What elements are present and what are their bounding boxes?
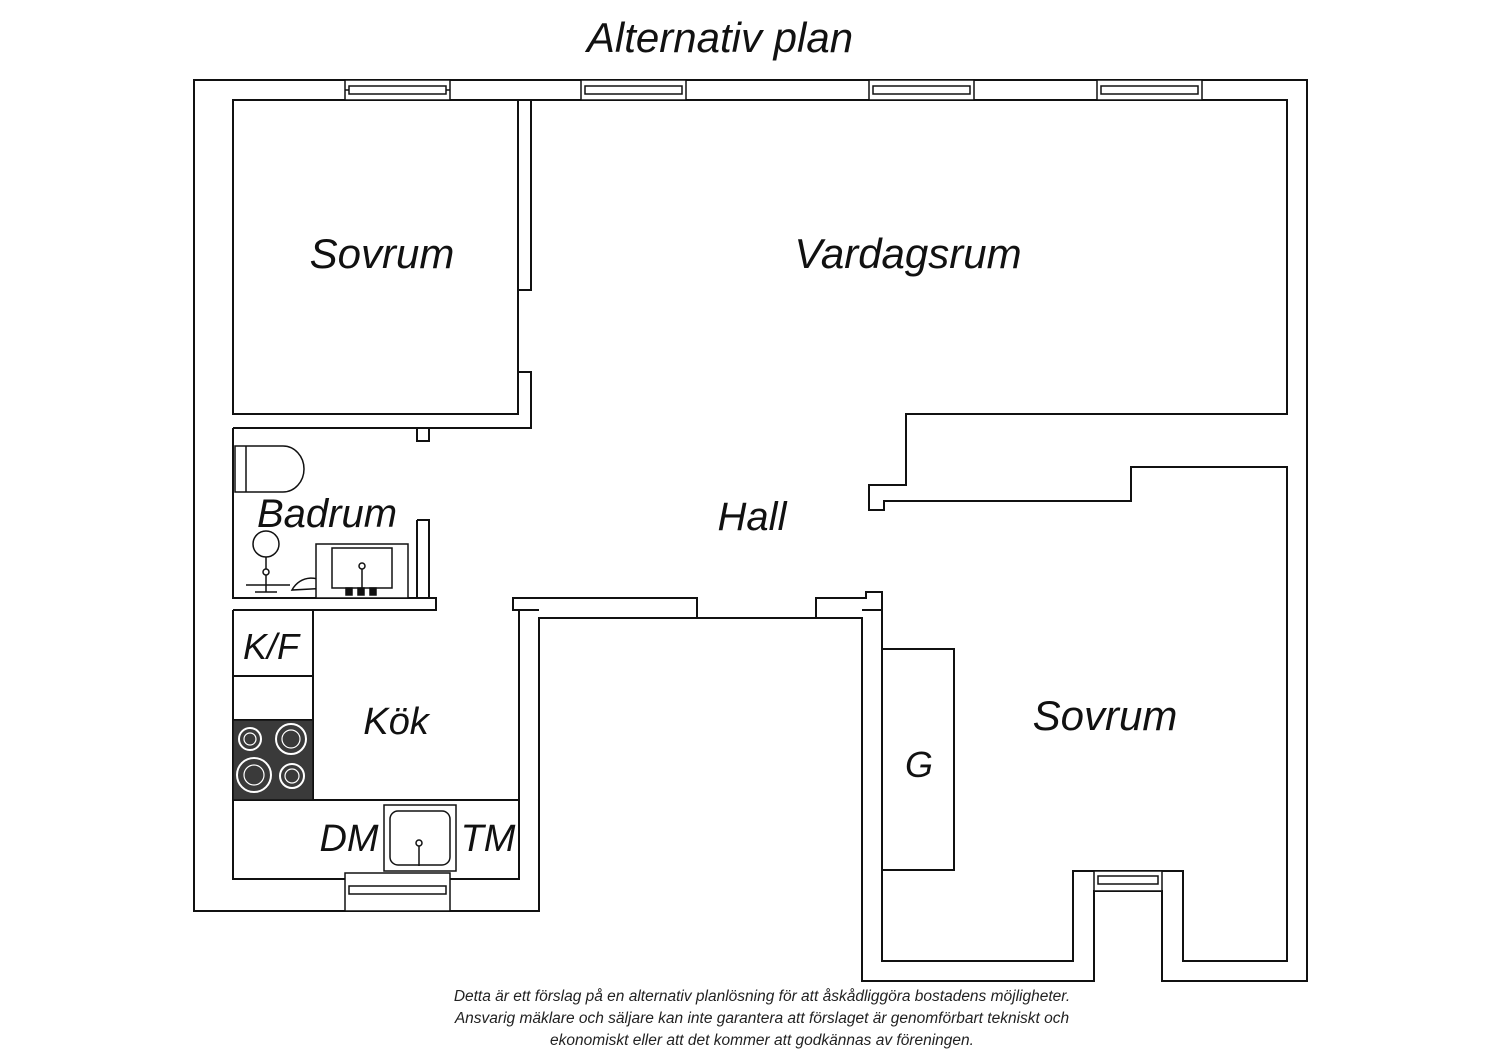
wall-partition-lower	[233, 371, 532, 429]
label-sovrum-bottom: Sovrum	[1033, 692, 1178, 739]
wall-badrum-right	[417, 519, 430, 598]
window-icon	[868, 79, 975, 101]
label-kok: Kök	[363, 701, 430, 743]
kitchen-sink-icon	[383, 804, 457, 872]
label-hall: Hall	[718, 495, 788, 539]
wall-vardagsrum	[531, 99, 1288, 962]
disclaimer-line: ekonomiskt eller att det kommer att godk…	[550, 1032, 974, 1049]
label-g: G	[905, 744, 933, 785]
wall-hall-door-right	[815, 591, 883, 618]
label-badrum: Badrum	[257, 492, 397, 536]
wardrobe-g	[881, 648, 955, 871]
window-icon	[1096, 79, 1203, 101]
label-kf: K/F	[243, 626, 301, 667]
wall-badrum	[232, 428, 437, 611]
label-tm: TM	[461, 818, 516, 860]
wall-kok	[232, 597, 698, 880]
wall-partition-upper	[518, 99, 532, 291]
window-icon	[580, 79, 687, 101]
window-icon	[344, 872, 451, 912]
stove-icon	[232, 719, 314, 801]
label-sovrum-top: Sovrum	[310, 230, 455, 277]
window-icon	[344, 79, 451, 101]
label-dm: DM	[319, 818, 378, 860]
disclaimer-line: Ansvarig mäklare och säljare kan inte ga…	[454, 1010, 1070, 1027]
outer-wall	[193, 79, 1308, 982]
plan-title: Alternativ plan	[586, 14, 854, 61]
toilet-icon	[234, 445, 305, 493]
disclaimer: Detta är ett förslag på en alternativ pl…	[262, 986, 1262, 1052]
wall-badrum-door-stub	[416, 428, 430, 442]
label-vardagsrum: Vardagsrum	[794, 230, 1021, 277]
washbasin-icon	[315, 543, 409, 599]
window-icon	[1093, 870, 1163, 892]
disclaimer-line: Detta är ett förslag på en alternativ pl…	[453, 988, 1071, 1005]
